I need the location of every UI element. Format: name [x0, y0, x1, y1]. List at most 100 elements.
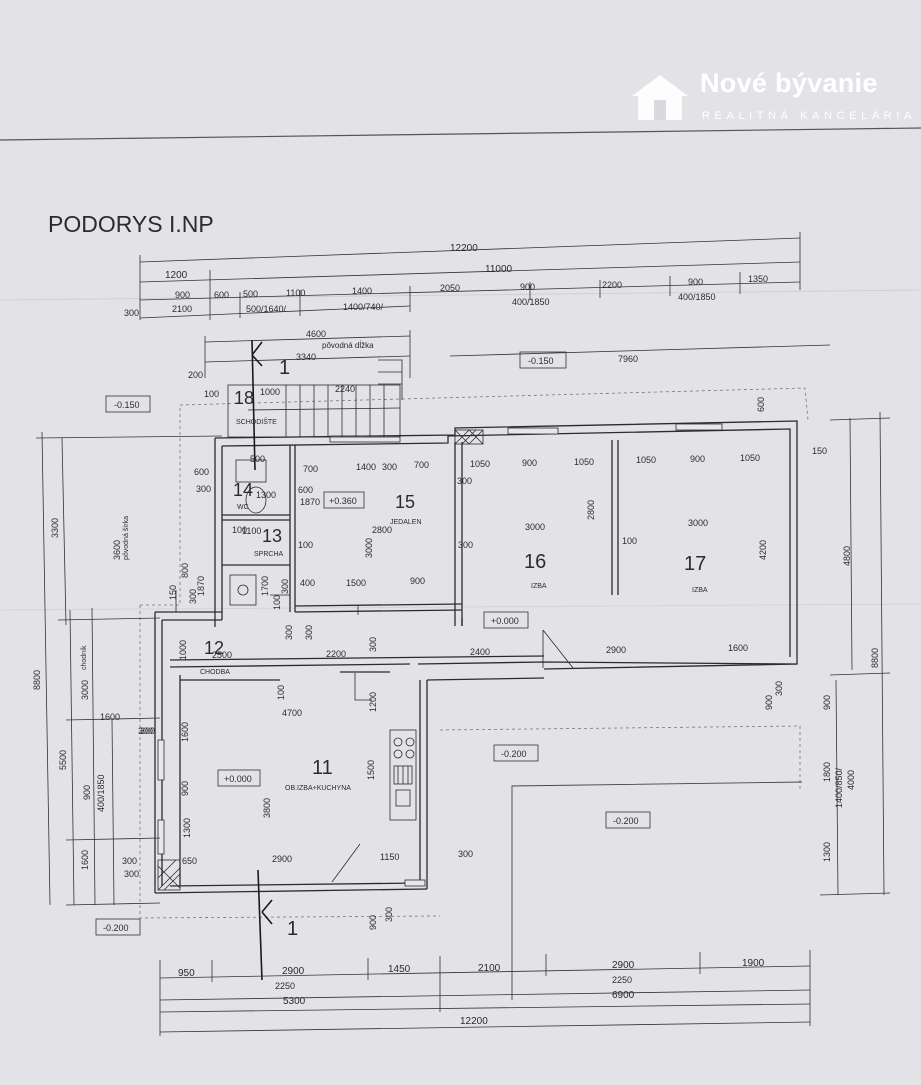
section-mark-bottom: 1	[287, 918, 298, 940]
dim-inner-label: 1870	[196, 576, 206, 596]
level-outside-left: -0.150	[114, 400, 140, 410]
sanitary-fixtures	[229, 459, 267, 606]
section-line	[251, 339, 273, 981]
dim-label: 900	[175, 290, 190, 300]
dim-label: 300	[384, 907, 394, 922]
dim-inner-label: 1300	[182, 818, 192, 838]
dim-label: 2200	[602, 280, 622, 290]
room-12-name: CHODBA	[200, 669, 230, 676]
kitchen-counter	[389, 729, 417, 821]
level-hall: +0.000	[491, 616, 519, 626]
dim-inner-label: 900	[180, 781, 190, 796]
dim-right-4800: 4800	[842, 546, 852, 566]
dim-inner-label: 900	[410, 576, 425, 586]
room-16-name: IZBA	[531, 583, 547, 590]
dim-inner-label: 900	[690, 454, 705, 464]
room-12-number: 12	[204, 638, 224, 658]
note-original-width: pôvodná šírka	[123, 516, 130, 560]
dim-label: 1350	[748, 274, 768, 284]
dim-label: 300	[124, 308, 139, 318]
dim-inner-label: 1500	[366, 760, 376, 780]
brand-watermark: Nové bývanie REALITNÁ KANCELÁRIA	[628, 68, 918, 124]
dashed-outline	[139, 387, 809, 919]
dim-label: 12200	[460, 1016, 488, 1027]
dim-top-inner: 11000	[485, 264, 513, 275]
dim-label: 400/1850	[678, 292, 716, 302]
dim-inner-label: 3000	[688, 518, 708, 528]
dim-inner-label: 4700	[282, 708, 302, 718]
dim-inner-label: 300	[196, 484, 211, 494]
dim-inner-label: 800	[180, 563, 190, 578]
dim-label: 2100	[172, 304, 192, 314]
dim-label: 6900	[612, 990, 635, 1001]
dim-inner-label: 1150	[380, 852, 399, 862]
dim-inner-label: 2900	[272, 854, 292, 864]
dim-inner-label: 100	[232, 525, 247, 535]
dim-inner-label: 2800	[586, 500, 596, 520]
left-dimension-chains	[35, 431, 223, 906]
dim-label: 3340	[296, 352, 316, 362]
dim-inner-label: 900	[764, 695, 774, 710]
dim-label: 2240	[335, 384, 355, 394]
dim-inner-label: 1500	[346, 578, 366, 588]
dim-inner-label: 1800	[822, 762, 832, 782]
dim-inner-label: 1050	[574, 457, 594, 467]
bottom-dimension-labels: 950 2900 1450 2100 2900 1900 2250 2250 5…	[178, 907, 765, 1027]
dim-inner-label: 4200	[758, 540, 768, 560]
dim-inner-label: 1870	[300, 497, 320, 507]
dim-label: 2900	[282, 966, 305, 977]
dim-left-300b: 300	[122, 856, 137, 866]
top-dimension-chains	[139, 232, 831, 378]
dim-inner-label: 1050	[470, 459, 490, 469]
dim-top-total: 12200	[450, 243, 478, 254]
section-mark-top: 1	[279, 357, 290, 379]
dim-left-1600b: 1600	[80, 850, 90, 870]
level-terrace-a: -0.200	[501, 749, 527, 759]
dim-inner-label: 1050	[740, 453, 760, 463]
room-14-name: WC	[237, 504, 249, 511]
dim-inner-label: 300	[140, 726, 155, 736]
dim-inner-label: 2500	[212, 650, 232, 660]
dim-label: 1900	[742, 958, 765, 969]
dim-label: 400/1850	[512, 297, 550, 307]
dim-inner-label: 2400	[470, 647, 490, 657]
dim-label: 1100	[286, 288, 305, 298]
dim-inner-label: 2200	[326, 649, 346, 659]
dim-inner-label: 100	[276, 685, 286, 700]
dim-inner-label: 1600	[180, 722, 190, 742]
dim-inner-label: 300	[368, 637, 378, 652]
dim-inner-label: 700	[414, 460, 429, 470]
dim-inner-label: 1600	[728, 643, 748, 653]
room-15-name: JEDALEN	[390, 519, 422, 526]
dim-left-400-1850: 400/1850	[96, 774, 106, 812]
dim-inner-label: 300	[280, 579, 290, 594]
dim-label: 600	[214, 290, 229, 300]
dim-label: 900	[688, 277, 703, 287]
dim-label: 500	[243, 289, 258, 299]
left-dimension-labels: 3300 8800 5500 3000 1600 900 400/1850 16…	[32, 516, 153, 870]
dim-label: 100	[204, 389, 219, 399]
dim-inner-label: 400	[300, 578, 315, 588]
dim-inner-label: 300	[458, 540, 473, 550]
dim-label: 1000	[260, 387, 280, 397]
dim-label: 2250	[275, 981, 295, 991]
dim-inner-label: 600	[298, 485, 313, 495]
staircase	[227, 359, 403, 438]
dim-inner-label: 3000	[364, 538, 374, 558]
bottom-dimension-chains	[159, 950, 811, 1036]
dim-label: 5300	[283, 996, 306, 1007]
terrace	[511, 781, 803, 1000]
dim-top-row3: 300 900 600 500 1100 1400 2050 900 2200 …	[124, 274, 768, 399]
dim-inner-label: 300	[382, 462, 397, 472]
dim-inner-label: 1300	[822, 842, 832, 862]
dim-inner-label: 300	[457, 476, 472, 486]
level-terrace-b: -0.200	[613, 816, 639, 826]
dim-inner-label: 100	[622, 536, 637, 546]
room-11-name: OB.IZBA+KUCHYNA	[285, 785, 351, 792]
level-outside-top: -0.150	[528, 356, 554, 366]
dim-label: 2050	[440, 283, 460, 293]
dim-inner-label: 300	[458, 849, 473, 859]
